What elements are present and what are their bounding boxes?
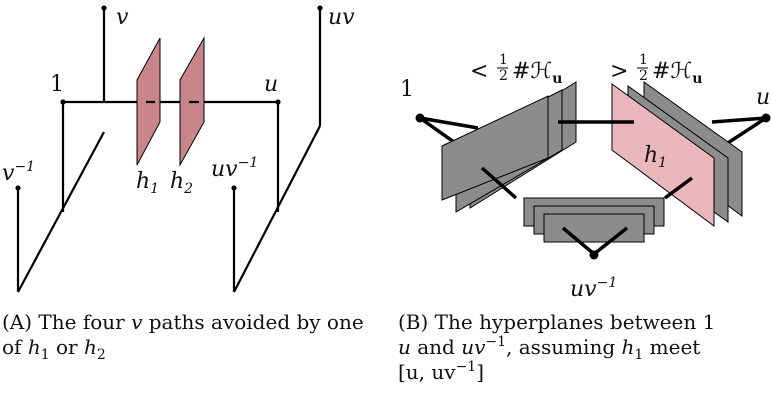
svg-text:2: 2	[499, 68, 508, 84]
label-uv: uv	[328, 5, 355, 30]
label-1: 1	[50, 72, 64, 97]
svg-text:2: 2	[639, 68, 648, 84]
edge-right-to-bottom	[663, 176, 694, 200]
label-v: v	[116, 5, 129, 30]
label-1-right: 1	[400, 77, 414, 102]
vertex-1-right	[415, 113, 425, 123]
svg-text:#ℋu: #ℋu	[512, 59, 562, 87]
label-h2: h2	[170, 169, 193, 197]
vertex-uv-inverse	[231, 185, 237, 191]
label-uv-inverse: uv−1	[211, 155, 258, 182]
edge-u-upper	[711, 116, 767, 124]
label-less-than-half: < 1 2 #ℋu	[470, 52, 562, 87]
caption-a: (A) The four v paths avoided by one of h…	[2, 310, 364, 363]
caption-b-line3: [u, uv−1]	[398, 359, 484, 384]
caption-b-line2: u and uv−1, assuming h1 meet	[398, 334, 700, 363]
edge-v-left	[561, 226, 596, 256]
label-u-right: u	[756, 85, 770, 110]
svg-text:<: <	[470, 59, 488, 84]
hyperplane-h1-right	[611, 83, 715, 227]
right-diagram: 1 u < 1 2 #ℋu > 1 2 #ℋu h1 uv−1	[400, 52, 771, 302]
vertex-uv	[317, 5, 323, 11]
left-diagram: v uv 1 u v−1 uv−1 h1 h2	[2, 5, 355, 293]
label-h1-right: h1	[644, 143, 667, 171]
label-uv-inverse-right: uv−1	[570, 275, 617, 302]
vertex-v-inverse	[15, 185, 21, 191]
label-h1: h1	[136, 169, 159, 197]
vertex-u	[275, 99, 281, 105]
caption-b-line1: (B) The hyperplanes between 1	[398, 310, 715, 334]
edge-left-to-bottom	[480, 166, 518, 200]
vertex-1	[60, 99, 66, 105]
caption-a-line1: (A) The four v paths avoided by one	[2, 310, 364, 334]
caption-a-line2: of h1 or h2	[2, 335, 106, 363]
label-u: u	[264, 72, 278, 97]
edge-1-upper	[419, 116, 479, 130]
svg-text:#ℋu: #ℋu	[652, 59, 702, 87]
edge-diagonal-right	[233, 125, 321, 293]
bottom-stack-plane-front	[543, 213, 645, 243]
label-v-inverse: v−1	[2, 159, 35, 186]
label-greater-than-half: > 1 2 #ℋu	[610, 52, 702, 87]
vertex-v	[101, 5, 107, 11]
svg-text:>: >	[610, 59, 628, 84]
caption-b: (B) The hyperplanes between 1 u and uv−1…	[398, 310, 715, 384]
edge-diagonal-left	[17, 131, 105, 293]
svg-text:1: 1	[639, 52, 648, 68]
vertex-u-right	[761, 113, 771, 123]
svg-text:1: 1	[499, 52, 508, 68]
vertex-uv-inverse-right	[589, 250, 599, 260]
left-stack-plane-front	[441, 95, 549, 201]
edge-v-right	[592, 226, 629, 256]
